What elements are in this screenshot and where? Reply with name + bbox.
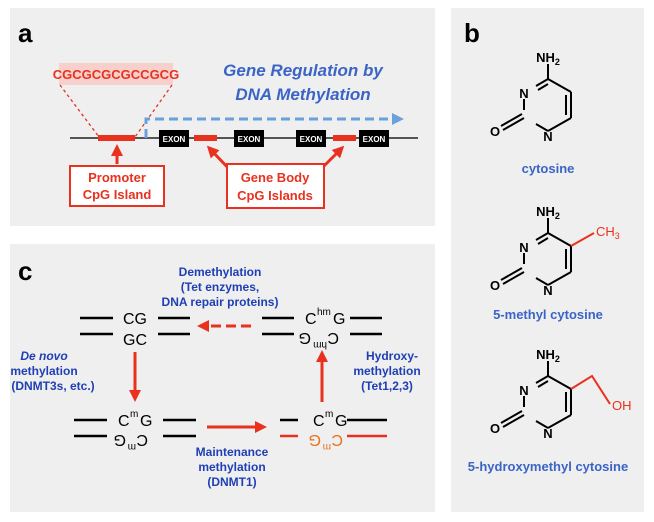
denovo-line2: methylation — [10, 364, 77, 378]
svg-text:C: C — [313, 413, 325, 430]
svg-text:N: N — [519, 240, 528, 255]
svg-text:C: C — [327, 329, 339, 346]
panel-c-background — [10, 244, 435, 512]
svg-text:CG: CG — [123, 311, 147, 328]
svg-text:EXON: EXON — [300, 135, 323, 144]
zoom-line-right — [134, 84, 173, 138]
title-line1: Gene Regulation by — [223, 61, 384, 80]
promoter-box — [69, 165, 165, 207]
fully-methylated-cpg-pair: C m G C m G — [74, 409, 196, 452]
denovo-line3: (DNMT3s, etc.) — [11, 379, 94, 393]
caption-5-methylcytosine: 5-methyl cytosine — [493, 307, 603, 322]
svg-text:N: N — [543, 283, 552, 298]
hydroxyl-group: OH — [612, 398, 632, 413]
svg-text:m: m — [130, 409, 138, 420]
svg-text:EXON: EXON — [363, 135, 386, 144]
exon-4: EXON — [359, 130, 389, 147]
hydroxy-line1: Hydroxy- — [366, 349, 418, 363]
panel-c-letter: c — [18, 256, 32, 286]
svg-text:C: C — [118, 413, 130, 430]
svg-text:EXON: EXON — [163, 135, 186, 144]
genebody-label-line1: Gene Body — [241, 170, 310, 185]
hydroxy-line2: methylation — [353, 364, 420, 378]
denovo-line1: De novo — [20, 349, 67, 363]
5-hydroxymethylcytosine-structure: NH2 N N O OH — [490, 347, 632, 441]
svg-text:O: O — [490, 421, 500, 436]
svg-text:O: O — [490, 124, 500, 139]
hydroxymethylated-cpg-pair: C hm G C hm G — [262, 307, 382, 350]
exon-3: EXON — [296, 130, 326, 147]
maintenance-line1: Maintenance — [196, 445, 269, 459]
transcription-arrow — [144, 113, 404, 138]
cpg-sequence: CGCGCGCGCCGCG — [53, 67, 179, 82]
svg-text:NH2: NH2 — [536, 347, 560, 364]
demethylation-line2: (Tet enzymes, — [181, 280, 259, 294]
svg-text:G: G — [299, 329, 311, 346]
maintenance-line2: methylation — [198, 460, 265, 474]
svg-text:G: G — [333, 311, 345, 328]
methyl-group: CH3 — [596, 224, 620, 241]
svg-text:NH2: NH2 — [536, 204, 560, 221]
unmethylated-cpg-pair: CG GC — [80, 311, 190, 349]
svg-text:N: N — [519, 383, 528, 398]
svg-text:G: G — [309, 431, 321, 448]
cpg-sequence-box — [59, 63, 173, 85]
panel-b: b NH2 N N O cytosine — [451, 8, 644, 512]
svg-text:O: O — [490, 278, 500, 293]
5-methylcytosine-structure: NH2 N N O CH3 — [490, 204, 620, 298]
caption-5-hydroxymethylcytosine: 5-hydroxymethyl cytosine — [468, 459, 628, 474]
panel-c: c Demethylation (Tet enzymes, DNA repair… — [10, 244, 435, 512]
zoom-line-left — [59, 84, 100, 138]
maintenance-line3: (DNMT1) — [207, 475, 256, 489]
svg-text:N: N — [543, 129, 552, 144]
amino-group: NH2 — [536, 50, 560, 67]
svg-text:EXON: EXON — [238, 135, 261, 144]
genebody-box — [226, 163, 325, 209]
genebody-cpg-segment-2 — [333, 135, 356, 141]
svg-text:G: G — [140, 413, 152, 430]
promoter-label-line2: CpG Island — [83, 187, 152, 202]
demethylation-line3: DNA repair proteins) — [162, 295, 279, 309]
panel-b-letter: b — [464, 18, 480, 48]
promoter-label-line1: Promoter — [88, 170, 146, 185]
genebody-cpg-segment-1 — [194, 135, 217, 141]
svg-text:C: C — [136, 431, 148, 448]
panel-a: a CGCGCGCGCCGCG Gene Regulation by DNA M… — [10, 8, 435, 226]
svg-text:m: m — [128, 441, 136, 452]
hemimethylated-cpg-pair: C m G C m G — [280, 409, 387, 452]
panel-a-letter: a — [18, 18, 33, 48]
svg-text:G: G — [335, 413, 347, 430]
promoter-cpg-segment — [98, 135, 135, 141]
exon-1: EXON — [159, 130, 189, 147]
exon-2: EXON — [234, 130, 264, 147]
title-line2: DNA Methylation — [235, 85, 370, 104]
svg-text:N: N — [519, 86, 528, 101]
hydroxy-line3: (Tet1,2,3) — [361, 379, 413, 393]
genebody-label-line2: CpG Islands — [237, 188, 313, 203]
svg-text:m: m — [325, 409, 333, 420]
svg-text:m: m — [323, 441, 331, 452]
svg-text:C: C — [305, 311, 317, 328]
svg-text:G: G — [114, 431, 126, 448]
svg-text:N: N — [543, 426, 552, 441]
svg-text:hm: hm — [317, 307, 331, 318]
svg-text:GC: GC — [123, 332, 147, 349]
svg-text:C: C — [331, 431, 343, 448]
demethylation-line1: Demethylation — [179, 265, 262, 279]
cytosine-structure: NH2 N N O — [490, 50, 572, 144]
caption-cytosine: cytosine — [522, 161, 575, 176]
svg-text:hm: hm — [313, 339, 327, 350]
